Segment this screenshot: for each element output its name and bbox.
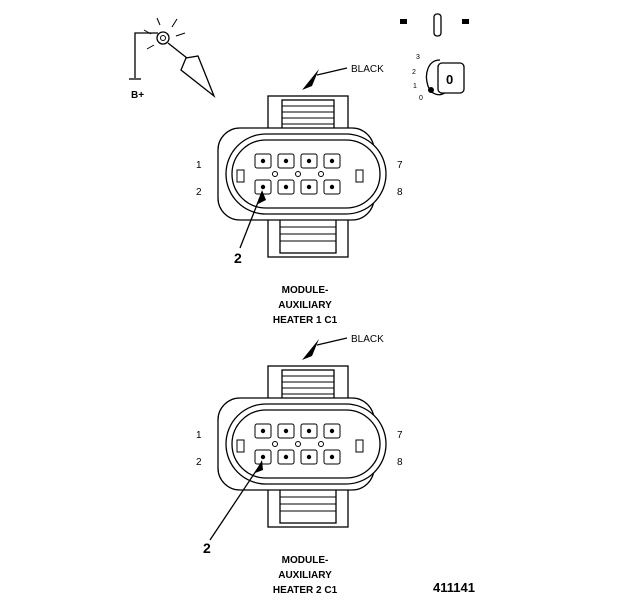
connector-1-caption-line-2: AUXILIARY	[278, 300, 332, 311]
connector-1-pin-8: 8	[397, 187, 403, 198]
ignition-position-1: 1	[413, 83, 417, 90]
connector-1-drawing	[217, 67, 387, 258]
battery-label: B+	[131, 90, 144, 101]
connector-2-pin-8: 8	[397, 457, 403, 468]
ignition-switch-icon	[400, 13, 469, 96]
connector-2-pin-2: 2	[196, 457, 202, 468]
ignition-position-3: 3	[416, 54, 420, 61]
ignition-position-2: 2	[412, 69, 416, 76]
connector-1-callout: 2	[234, 250, 242, 266]
connector-1-pin-7: 7	[397, 160, 403, 171]
connector-2-pin-7: 7	[397, 430, 403, 441]
connector-1-caption-line-3: HEATER 1 C1	[273, 315, 338, 326]
connector-2-caption-line-3: HEATER 2 C1	[273, 585, 338, 596]
connector-2-caption-line-1: MODULE-	[282, 555, 329, 566]
connector-2-drawing	[209, 337, 387, 541]
connector-2-caption-line-2: AUXILIARY	[278, 570, 332, 581]
connector-1-pin-2: 2	[196, 187, 202, 198]
figure-number: 411141	[433, 580, 475, 595]
connector-1-wire-color: BLACK	[351, 64, 384, 75]
connector-2-pin-1: 1	[196, 430, 202, 441]
connector-2-wire-color: BLACK	[351, 334, 384, 345]
connector-1-pin-1: 1	[196, 160, 202, 171]
battery-test-lamp-icon	[129, 17, 216, 99]
ignition-key-letter: 0	[446, 72, 453, 87]
ignition-position-0: 0	[419, 95, 423, 102]
connector-1-caption-line-1: MODULE-	[282, 285, 329, 296]
connector-2-callout: 2	[203, 540, 211, 556]
